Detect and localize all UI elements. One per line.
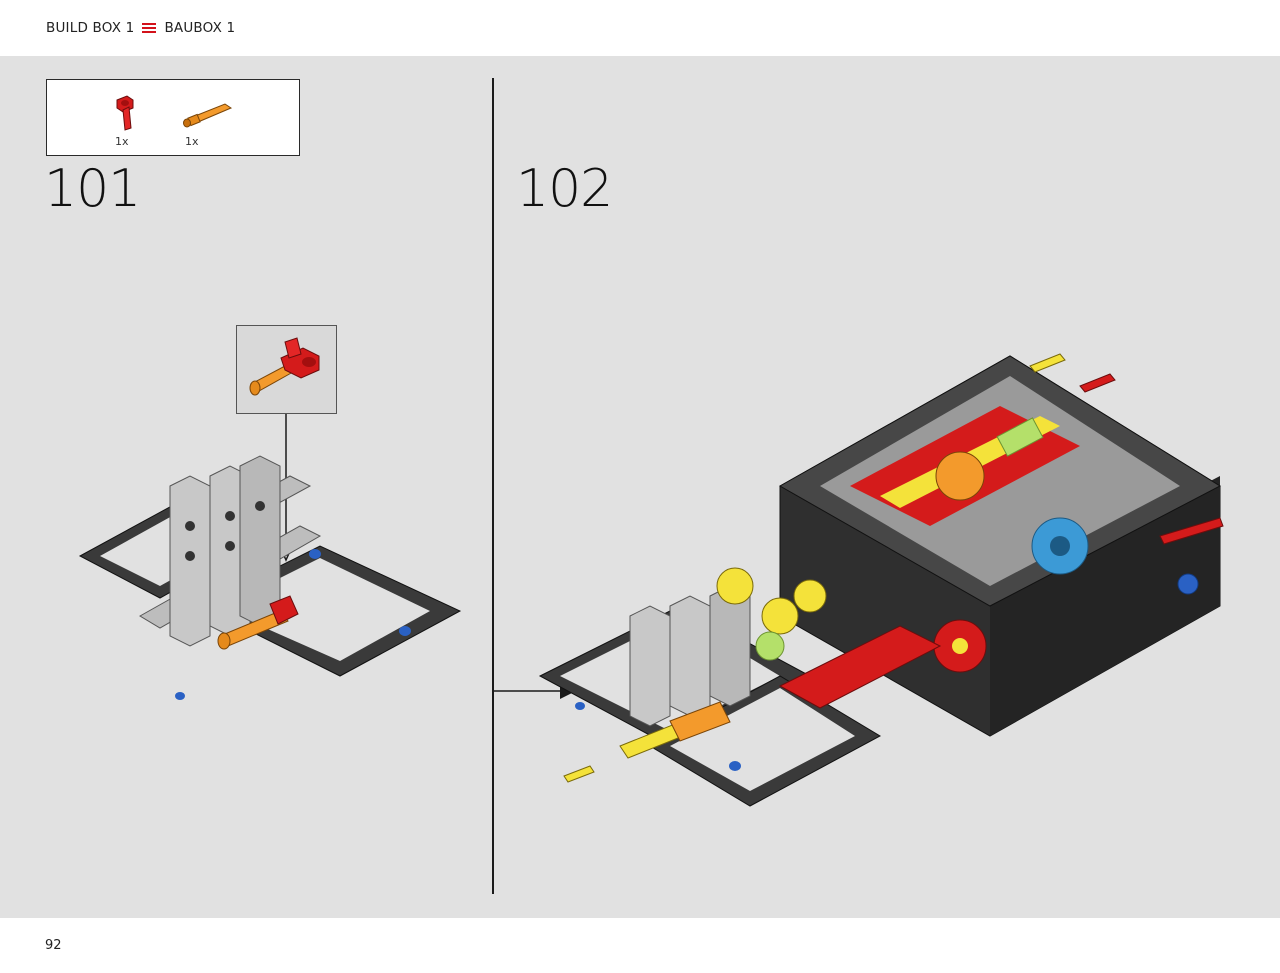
part-1-quantity: 1x — [115, 135, 129, 148]
subassembly-icon — [249, 337, 320, 396]
baubox-label: BAUBOX 1 — [164, 20, 236, 36]
red-axle-connector-icon — [116, 95, 134, 131]
step-divider — [492, 78, 494, 894]
part-2-quantity: 1x — [185, 135, 199, 148]
page-footer: 92 — [0, 918, 1280, 973]
orange-axle-pin-icon — [183, 103, 233, 128]
step-101-model-illustration — [78, 414, 462, 700]
step-number-101: 101 — [44, 159, 141, 219]
instruction-canvas: 1x 1x 101 102 — [0, 56, 1280, 918]
parts-list-box: 1x 1x — [46, 79, 300, 156]
header-title: BUILD BOX 1 BAUBOX 1 — [46, 20, 235, 36]
page-number: 92 — [45, 938, 62, 953]
step-number-102: 102 — [516, 159, 613, 219]
page-header: BUILD BOX 1 BAUBOX 1 — [0, 0, 1280, 56]
subassembly-callout — [236, 325, 337, 414]
triple-bar-icon — [142, 23, 157, 33]
build-box-label: BUILD BOX 1 — [46, 20, 135, 36]
step-102-model-illustration — [494, 353, 1224, 807]
